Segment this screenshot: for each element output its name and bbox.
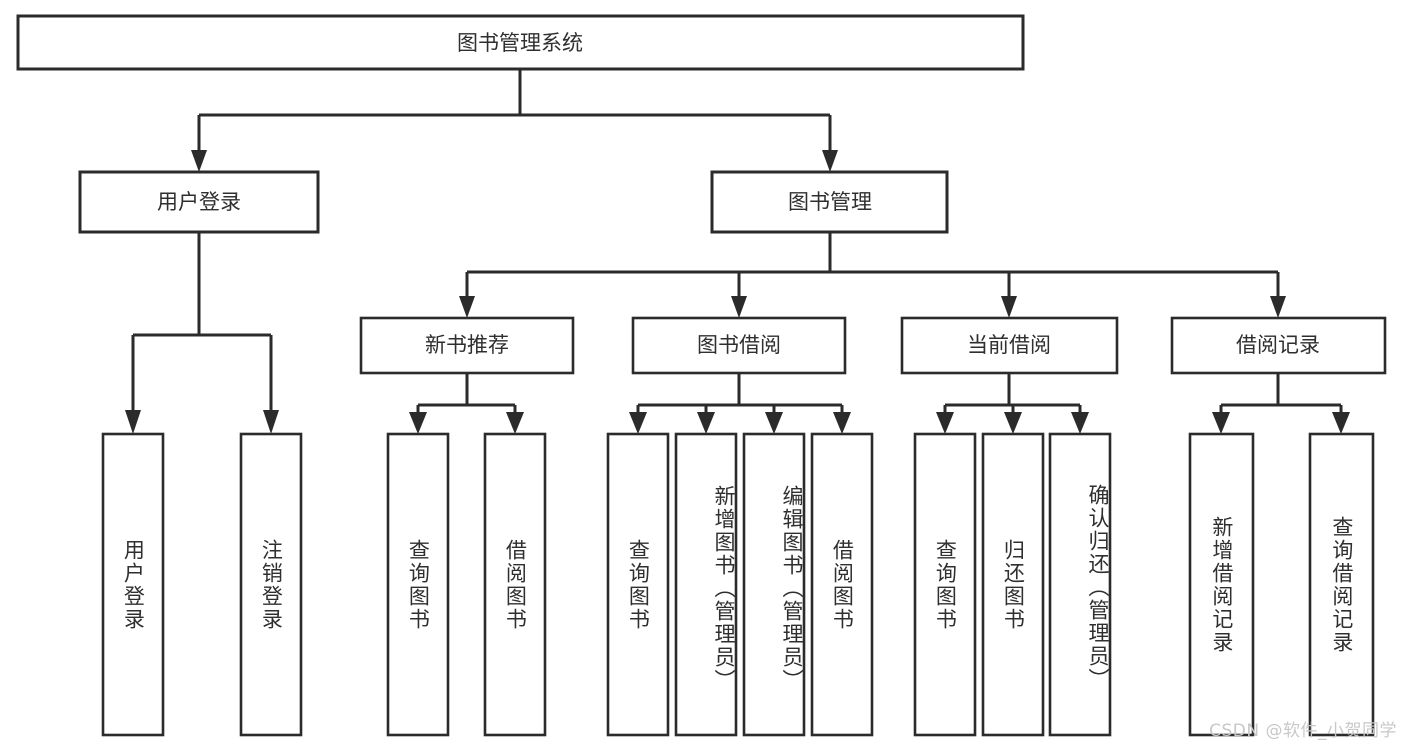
node-book-borrow-label: 图书借阅	[697, 333, 781, 357]
node-new-book-recommend[interactable]: 新书推荐	[359, 316, 575, 375]
arrow-head-icon	[1212, 412, 1230, 434]
node-leaf-box[interactable]	[483, 432, 547, 737]
node-leaf-box[interactable]	[1308, 432, 1375, 737]
leaf-box-group	[101, 432, 1375, 737]
arrow-head-icon	[191, 150, 207, 172]
arrow-head-icon	[765, 412, 783, 434]
arrow-head-icon	[1071, 412, 1089, 434]
arrow-head-icon	[936, 412, 954, 434]
connector-group-borrow-record	[1212, 373, 1350, 434]
arrow-head-icon	[731, 296, 747, 318]
node-current-borrow[interactable]: 当前借阅	[900, 316, 1119, 375]
node-leaf-box[interactable]	[742, 432, 806, 737]
node-leaf-box[interactable]	[1188, 432, 1255, 737]
arrow-head-icon	[409, 412, 427, 434]
arrow-head-icon	[697, 412, 715, 434]
arrow-head-icon	[822, 150, 838, 172]
connector-group-current-borrow	[936, 373, 1089, 434]
node-leaf-box[interactable]	[981, 432, 1045, 737]
node-borrow-record-label: 借阅记录	[1236, 333, 1320, 357]
node-leaf-box[interactable]	[810, 432, 874, 737]
arrow-head-icon	[263, 410, 279, 434]
arrow-head-icon	[125, 410, 141, 434]
connector-group-new-book-recommend	[409, 373, 524, 434]
node-book-borrow-box[interactable]	[631, 316, 847, 375]
node-book-management[interactable]: 图书管理	[710, 170, 949, 234]
node-leaf-box[interactable]	[913, 432, 977, 737]
node-current-borrow-label: 当前借阅	[967, 333, 1051, 357]
arrow-head-icon	[1001, 296, 1017, 318]
node-leaf-box[interactable]	[1048, 432, 1112, 737]
node-borrow-record[interactable]: 借阅记录	[1170, 316, 1387, 375]
node-new-book-recommend-box[interactable]	[359, 316, 575, 375]
node-leaf-box[interactable]	[606, 432, 670, 737]
connector-group-book-borrow	[629, 373, 851, 434]
node-user-login-box[interactable]	[78, 170, 320, 234]
arrow-head-icon	[506, 412, 524, 434]
node-book-borrow[interactable]: 图书借阅	[631, 316, 847, 375]
connector-group-root	[191, 69, 838, 172]
node-root-label: 图书管理系统	[457, 31, 583, 55]
connector-group-user-login	[125, 232, 279, 434]
node-user-login[interactable]: 用户登录	[78, 170, 320, 234]
node-new-book-recommend-label: 新书推荐	[425, 333, 509, 357]
node-leaf-box[interactable]	[239, 432, 303, 737]
arrow-head-icon	[1004, 412, 1022, 434]
arrow-head-icon	[1270, 296, 1286, 318]
watermark-text: CSDN @软件_小贺同学	[1209, 721, 1397, 741]
arrow-head-icon	[1332, 412, 1350, 434]
arrow-head-icon	[629, 412, 647, 434]
node-leaf-box[interactable]	[101, 432, 165, 737]
node-borrow-record-box[interactable]	[1170, 316, 1387, 375]
node-current-borrow-box[interactable]	[900, 316, 1119, 375]
arrow-head-icon	[833, 412, 851, 434]
node-root[interactable]: 图书管理系统	[16, 14, 1025, 71]
node-root-box[interactable]	[16, 14, 1025, 71]
node-leaf-box[interactable]	[386, 432, 450, 737]
node-book-management-box[interactable]	[710, 170, 949, 234]
node-user-login-label: 用户登录	[157, 190, 241, 214]
arrow-head-icon	[459, 296, 475, 318]
node-leaf-box[interactable]	[674, 432, 738, 737]
connector-group-book-management	[459, 232, 1286, 318]
node-book-management-label: 图书管理	[788, 190, 872, 214]
